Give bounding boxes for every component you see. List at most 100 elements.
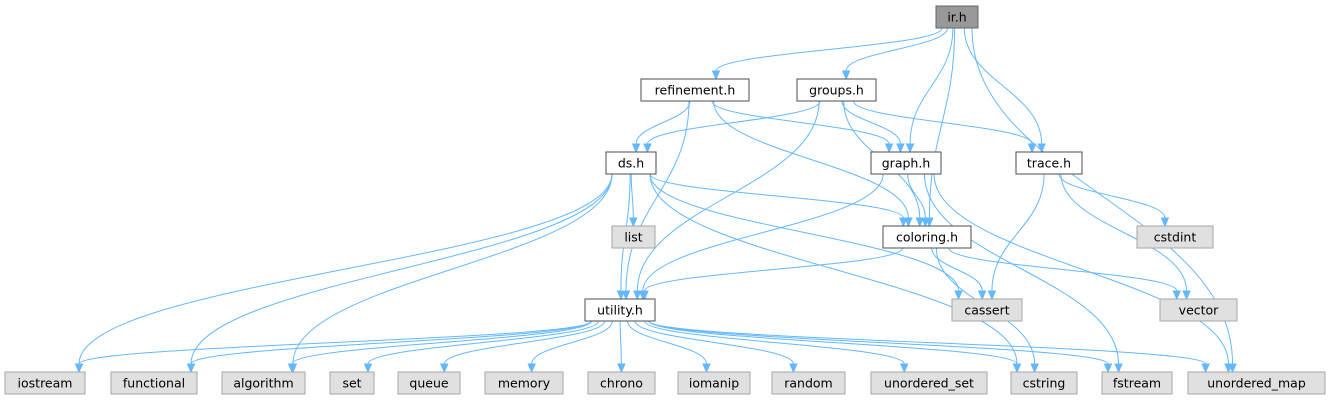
arrowhead <box>954 290 963 301</box>
node-box <box>329 371 375 395</box>
edge-line <box>642 173 884 292</box>
node-label: chrono <box>600 376 643 391</box>
node-cstdint: cstdint <box>1136 225 1214 249</box>
edge-utility-h-to-unordered-map <box>648 320 1210 374</box>
edge-utility-h-to-random <box>634 320 798 374</box>
node-trace-h[interactable]: trace.h <box>1015 151 1083 175</box>
node-box <box>1136 225 1214 249</box>
edge-line <box>619 320 622 365</box>
edge-line <box>907 173 926 219</box>
node-box <box>796 78 877 102</box>
edge-utility-h-to-queue <box>440 320 606 374</box>
node-box <box>1010 371 1078 395</box>
edge-line <box>630 173 634 219</box>
node-graph-h[interactable]: graph.h <box>870 151 942 175</box>
node-fstream: fstream <box>1101 371 1173 395</box>
arrowhead <box>896 143 905 154</box>
edge-line <box>646 100 821 145</box>
node-refinement-h[interactable]: refinement.h <box>640 78 750 102</box>
node-label: ir.h <box>947 10 966 25</box>
node-coloring-h[interactable]: coloring.h <box>882 225 972 249</box>
edge-utility-h-to-algorithm <box>287 320 592 374</box>
edge-line <box>636 100 820 292</box>
node-label: ds.h <box>618 156 644 171</box>
edge-line <box>78 320 592 365</box>
edge-line <box>1058 173 1166 219</box>
arrowhead <box>629 217 638 228</box>
edge-graph-h-to-fstream <box>923 173 1123 374</box>
node-box <box>611 225 656 249</box>
edge-line <box>923 173 1120 365</box>
arrowhead <box>440 363 449 374</box>
edge-line <box>190 173 613 365</box>
edge-line <box>291 320 592 365</box>
node-groups-h[interactable]: groups.h <box>796 78 877 102</box>
node-vector: vector <box>1159 298 1238 322</box>
node-layer: ir.h refinement.h groups.h ds.h graph.h trace… <box>4 5 1326 395</box>
node-label: set <box>342 376 361 391</box>
node-label: algorithm <box>233 376 293 391</box>
edge-utility-h-to-iostream <box>74 320 592 374</box>
edge-line <box>634 320 794 365</box>
edge-ir-h-to-coloring-h <box>925 27 956 228</box>
edge-ir-h-to-refinement-h <box>711 27 943 81</box>
arrowhead <box>287 363 297 374</box>
node-box <box>110 371 198 395</box>
node-box <box>640 78 750 102</box>
edge-ir-h-to-graph-h <box>905 27 954 154</box>
edge-line <box>644 247 903 292</box>
node-label: list <box>624 230 642 245</box>
node-unordered-set: unordered_set <box>870 371 988 395</box>
node-set: set <box>329 371 375 395</box>
node-box <box>1159 298 1238 322</box>
edge-ds-h-to-list <box>629 173 638 228</box>
node-iostream: iostream <box>4 371 86 395</box>
node-label: queue <box>409 376 448 391</box>
edge-trace-h-to-vector <box>1060 173 1191 301</box>
arrowhead <box>915 217 925 228</box>
node-label: cassert <box>964 303 1009 318</box>
edge-coloring-h-to-vector <box>948 247 1182 301</box>
edge-line <box>713 100 909 219</box>
node-utility-h[interactable]: utility.h <box>584 298 656 322</box>
node-algorithm: algorithm <box>221 371 306 395</box>
edge-line <box>1060 173 1188 292</box>
arrowhead <box>905 143 915 154</box>
arrowhead <box>527 363 536 374</box>
arrowhead <box>904 217 913 228</box>
node-label: unordered_set <box>884 376 974 391</box>
edge-line <box>928 27 956 219</box>
arrowhead <box>633 290 642 301</box>
arrowhead <box>74 363 84 374</box>
edge-utility-h-to-set <box>363 320 600 374</box>
arrowhead <box>631 143 641 154</box>
arrowhead <box>621 290 631 301</box>
edge-line <box>845 27 948 72</box>
edge-utility-h-to-memory <box>527 320 613 374</box>
node-label: iostream <box>18 376 73 391</box>
node-ir-h[interactable]: ir.h <box>935 5 979 29</box>
edge-line <box>909 27 954 145</box>
node-label: unordered_map <box>1207 376 1306 391</box>
node-label: iomanip <box>689 376 739 391</box>
arrowhead <box>643 143 652 154</box>
edge-layer <box>74 27 1237 374</box>
node-label: graph.h <box>882 156 931 171</box>
node-label: functional <box>123 376 185 391</box>
edge-line <box>644 320 905 365</box>
node-box <box>4 371 86 395</box>
edge-refinement-h-to-ds-h <box>631 100 691 154</box>
edge-groups-h-to-ds-h <box>643 100 821 154</box>
node-queue: queue <box>397 371 461 395</box>
node-ds-h[interactable]: ds.h <box>605 151 657 175</box>
arrowhead <box>1182 290 1191 301</box>
arrowhead <box>884 143 894 154</box>
edge-graph-h-to-unordered-map <box>933 173 1233 374</box>
edge-utility-h-to-iomanip <box>627 320 711 374</box>
edge-line <box>991 173 1045 292</box>
node-memory: memory <box>484 371 564 395</box>
edge-line <box>963 27 1043 145</box>
node-box <box>870 371 988 395</box>
node-label: groups.h <box>809 83 864 98</box>
arrowhead <box>711 70 721 81</box>
